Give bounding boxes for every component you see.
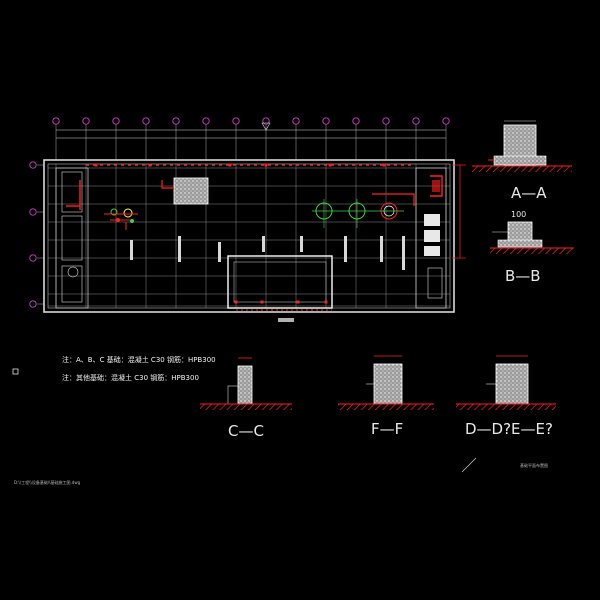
- axis-bubble: [29, 161, 37, 169]
- red-marker: [94, 163, 98, 167]
- column-post: [380, 236, 383, 262]
- axis-bubble: [82, 117, 90, 125]
- axis-bubble: [52, 117, 60, 125]
- red-marker: [148, 163, 152, 167]
- note-1: 注：A、B、C 基础：混凝土 C30 钢筋：HPB300: [62, 355, 216, 364]
- ground-hatch-cc: [200, 404, 292, 410]
- column-post: [262, 236, 265, 252]
- axis-bubble: [292, 117, 300, 125]
- axis-bubble: [412, 117, 420, 125]
- axis-bubble: [172, 117, 180, 125]
- axis-bubble: [29, 300, 37, 308]
- left-axis-bubbles: [29, 161, 44, 308]
- axis-bubble: [352, 117, 360, 125]
- right-equipment-zone: [415, 167, 447, 309]
- north-marker: [261, 122, 271, 131]
- red-marker: [324, 300, 328, 304]
- red-marker: [264, 163, 268, 167]
- section-cc: C—C: [200, 357, 292, 440]
- green-equipment-left: [104, 208, 138, 230]
- column-post: [178, 236, 181, 262]
- column-post: [218, 242, 221, 262]
- footer-path: D:\\工程\\设备基础\\基础施工图.dwg: [14, 479, 81, 485]
- top-axis-bubbles: [52, 117, 450, 160]
- pump-circles: [312, 193, 415, 228]
- axis-bubble: [382, 117, 390, 125]
- building-inner-outline: [47, 163, 451, 309]
- column-post: [300, 236, 303, 252]
- diagonal-marker: [461, 457, 477, 473]
- section-aa: A—A: [472, 120, 572, 202]
- red-marker: [228, 163, 232, 167]
- dim-100-label: 100: [511, 210, 526, 219]
- section-label-dee: D—D?E—E?: [465, 420, 553, 438]
- column-post: [344, 236, 347, 262]
- scale-bar: [278, 318, 294, 322]
- ground-hatch-dee: [456, 404, 556, 410]
- section-label-bb: B—B: [505, 267, 541, 285]
- section-dee: D—D?E—E?: [456, 355, 556, 438]
- column-post: [130, 240, 133, 260]
- axis-bubble: [112, 117, 120, 125]
- column-posts: [94, 163, 405, 304]
- section-ff: F—F: [338, 355, 434, 438]
- axis-bubble: [29, 208, 37, 216]
- red-marker: [382, 163, 386, 167]
- plan-view: [29, 117, 466, 322]
- plan-grid: [48, 164, 450, 308]
- ground-hatch-bb: [490, 248, 574, 254]
- note-2: 注：其他基础：混凝土 C30 钢筋：HPB300: [62, 373, 199, 382]
- ground-hatch-ff: [338, 404, 434, 410]
- title-block: 基础平面布置图: [520, 462, 548, 468]
- building-outline: [43, 159, 455, 313]
- central-pit: [227, 255, 333, 309]
- red-marker: [234, 300, 238, 304]
- section-bb: 100 B—B: [490, 210, 574, 285]
- foundation-block-top: [173, 177, 209, 205]
- axis-bubble: [442, 117, 450, 125]
- red-marker: [328, 163, 332, 167]
- axis-bubble: [262, 117, 270, 125]
- section-label-aa: A—A: [511, 184, 547, 202]
- axis-bubble: [322, 117, 330, 125]
- axis-bubble: [232, 117, 240, 125]
- red-marker: [296, 300, 300, 304]
- small-square-marker: [12, 368, 19, 375]
- ground-hatch-aa: [472, 166, 572, 172]
- red-marker: [260, 300, 264, 304]
- axis-bubble: [202, 117, 210, 125]
- column-post: [402, 236, 405, 270]
- axis-bubble: [29, 254, 37, 262]
- axis-bubble: [142, 117, 150, 125]
- section-label-ff: F—F: [371, 420, 403, 438]
- section-label-cc: C—C: [228, 422, 264, 440]
- left-equipment-zone: [55, 167, 89, 309]
